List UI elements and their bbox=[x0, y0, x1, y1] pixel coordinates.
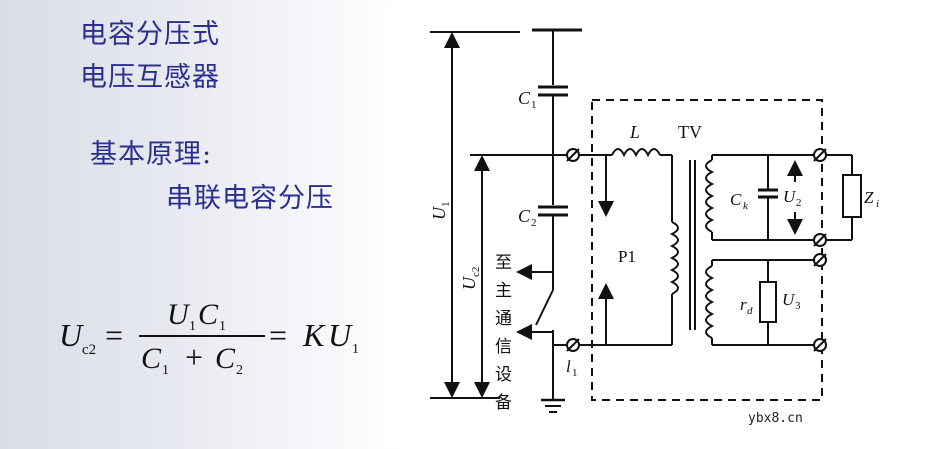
tv-secondary-winding-1 bbox=[705, 159, 715, 233]
formula-den-c1-sub: 1 bbox=[162, 363, 169, 376]
label-rd-sub: d bbox=[747, 305, 753, 317]
label-l1: l bbox=[566, 357, 571, 376]
formula-num-u-sub: 1 bbox=[189, 319, 196, 334]
principle-text: 串联电容分压 bbox=[166, 183, 334, 214]
comm-switch-blade bbox=[535, 289, 554, 326]
label-u3-sub: 3 bbox=[795, 300, 801, 312]
formula-equals-2: = bbox=[269, 317, 287, 353]
comm-char-4: 信 bbox=[495, 337, 512, 357]
comm-char-2: 主 bbox=[495, 281, 512, 301]
label-zi: Z bbox=[864, 188, 874, 207]
formula-num-c-sub: 1 bbox=[219, 319, 226, 334]
label-c1: C bbox=[518, 88, 531, 108]
impedance-zi bbox=[842, 174, 862, 218]
label-u2-sub: 2 bbox=[796, 197, 802, 209]
terminal-sec1-bottom-slash bbox=[813, 233, 827, 247]
terminal-lower-slash bbox=[566, 338, 580, 352]
title-line-2: 电压互感器 bbox=[80, 62, 220, 93]
tv-secondary-winding-2 bbox=[705, 265, 715, 339]
label-ck-sub: k bbox=[743, 200, 749, 212]
formula-den-c2-sub: 2 bbox=[236, 363, 243, 376]
label-u3: U bbox=[782, 290, 796, 309]
principle-label: 基本原理: bbox=[90, 139, 213, 170]
inductor-l bbox=[611, 148, 661, 158]
label-c2: C bbox=[518, 206, 531, 226]
watermark: ybx8.cn bbox=[748, 411, 803, 426]
label-c2-sub: 2 bbox=[531, 217, 537, 229]
tv-dashed-box bbox=[591, 99, 823, 401]
formula-den-plus: + bbox=[185, 339, 203, 375]
formula-rhs-k: K bbox=[302, 317, 326, 353]
label-tv: TV bbox=[678, 122, 702, 142]
voltage-divider-formula: U c2 = U 1 C 1 C 1 + C 2 = K U 1 bbox=[59, 298, 359, 376]
formula-num-u: U bbox=[167, 298, 191, 331]
terminal-sec2-bottom-slash bbox=[813, 338, 827, 352]
label-u1-sub: 1 bbox=[440, 202, 452, 208]
terminal-sec2-top-slash bbox=[813, 253, 827, 267]
label-p1: P1 bbox=[618, 247, 636, 266]
cvt-circuit-diagram: C 1 C 2 L TV P1 C k U 2 Z i r d U 3 l 1 … bbox=[386, 5, 929, 445]
label-l1-sub: 1 bbox=[572, 367, 578, 379]
comm-char-3: 通 bbox=[495, 309, 512, 329]
comm-char-6: 备 bbox=[495, 393, 512, 413]
label-uc2: U bbox=[459, 276, 479, 290]
circuit-panel bbox=[386, 5, 929, 445]
formula-num-c: C bbox=[198, 298, 219, 331]
formula-rhs-u: U bbox=[328, 317, 353, 353]
formula-lhs-sub: c2 bbox=[82, 342, 96, 358]
label-u1: U bbox=[429, 206, 449, 220]
formula-rhs-u-sub: 1 bbox=[352, 342, 359, 357]
title-line-1: 电容分压式 bbox=[80, 19, 220, 50]
terminal-sec1-top-slash bbox=[813, 148, 827, 162]
tv-primary-winding bbox=[669, 221, 679, 295]
label-c1-sub: 1 bbox=[531, 99, 537, 111]
comm-char-5: 设 bbox=[495, 365, 512, 385]
label-ck: C bbox=[730, 190, 742, 209]
formula-den-c1: C bbox=[141, 342, 162, 375]
comm-char-1: 至 bbox=[495, 253, 512, 273]
comm-equipment-label: 至 主 通 信 设 备 bbox=[495, 253, 512, 413]
label-inductor-l: L bbox=[629, 122, 640, 142]
terminal-upper-slash bbox=[566, 148, 580, 162]
resistor-rd bbox=[759, 281, 777, 323]
label-uc2-sub: c2 bbox=[470, 267, 482, 277]
label-rd: r bbox=[740, 295, 747, 314]
formula-lhs-u: U bbox=[59, 317, 84, 353]
label-zi-sub: i bbox=[876, 198, 879, 210]
formula-equals-1: = bbox=[105, 317, 123, 353]
label-u2: U bbox=[783, 187, 797, 206]
formula-den-c2: C bbox=[215, 342, 236, 375]
